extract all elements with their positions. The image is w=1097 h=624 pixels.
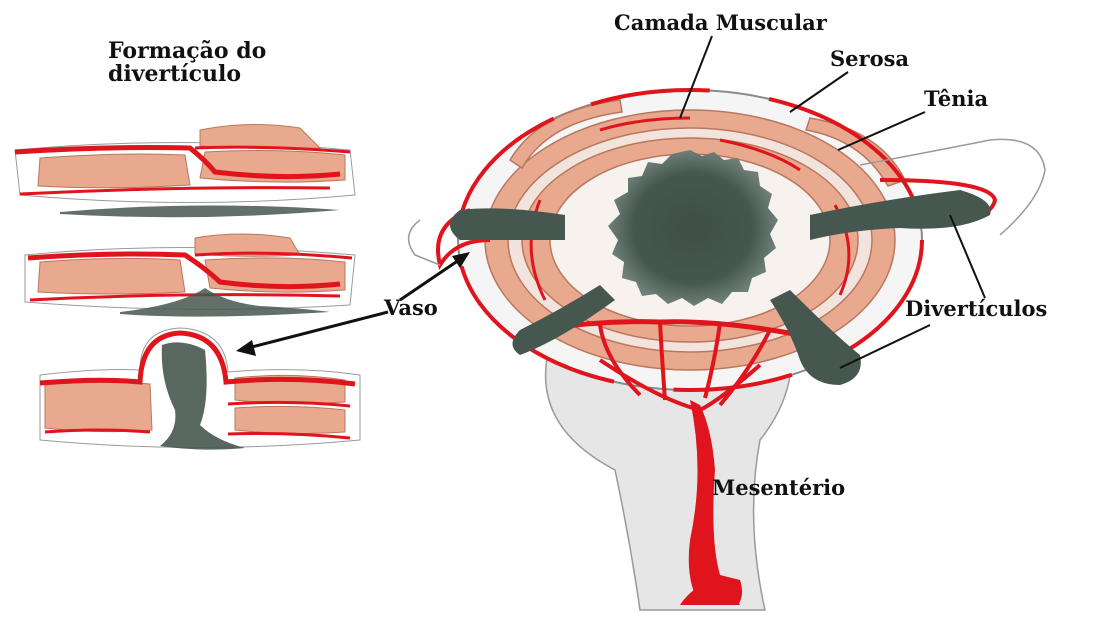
mesentery-label: Mesentério: [712, 477, 845, 499]
formation-title: Formação do divertículo: [108, 40, 266, 86]
diverticula-label: Divertículos: [905, 298, 1047, 320]
taenia-label: Tênia: [924, 88, 988, 110]
vessel-label: Vaso: [384, 297, 438, 319]
formation-panel-2: [25, 234, 355, 317]
serosa-label: Serosa: [830, 48, 909, 70]
formation-panel-3: [40, 328, 360, 450]
muscular-layer-label: Camada Muscular: [614, 12, 827, 34]
formation-panel-1: [15, 124, 355, 217]
